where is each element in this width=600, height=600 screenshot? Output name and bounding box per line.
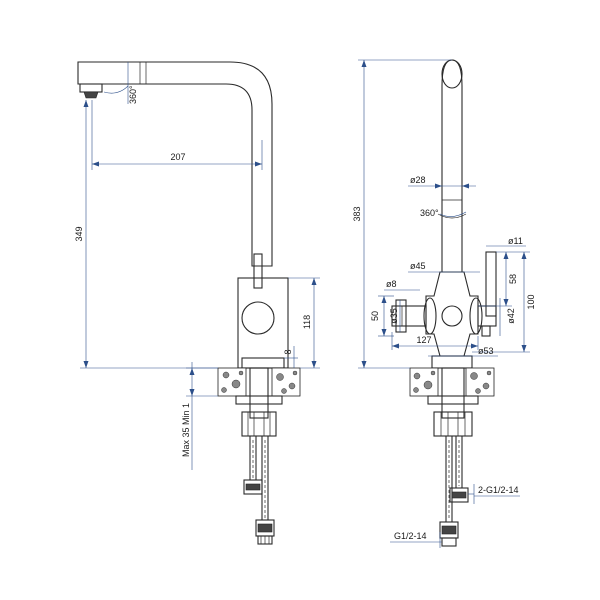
deck-thickness-label: Max 35 Min 1 — [181, 403, 191, 457]
valve-height-label: 50 — [370, 311, 380, 321]
valve-cartridge — [241, 301, 275, 335]
mounting-nut — [241, 411, 277, 437]
width-label: 127 — [416, 335, 431, 345]
valve-right — [469, 297, 483, 335]
handle-len-label: 58 — [508, 274, 518, 284]
hose-thread-label: 2-G1/2-14 — [478, 485, 519, 495]
base-offset-label: 8 — [283, 349, 293, 354]
body-dia-label: ø45 — [410, 261, 426, 271]
hose-left — [249, 436, 257, 480]
inlet-thread-label: G1/2-14 — [394, 531, 427, 541]
knob-dia-label: ø8 — [386, 279, 397, 289]
left-dimensions: 360° 207 349 118 8 Max 35 Min 1 — [74, 62, 320, 470]
base-front — [431, 355, 473, 369]
handle-dia-label: ø11 — [508, 236, 523, 246]
swivel-label: 360° — [420, 208, 439, 218]
height-label: 349 — [74, 226, 84, 241]
lever-dia-label: ø42 — [506, 308, 516, 324]
spout-column — [441, 59, 463, 273]
body-height-label: 118 — [302, 315, 312, 329]
handle-lever — [253, 253, 263, 289]
right-dimensions: 383 ø28 360° ø11 58 100 ø45 ø8 ø35 — [352, 59, 536, 548]
valve-dia-label: ø35 — [389, 308, 399, 324]
spout-nozzle — [79, 83, 103, 93]
faucet-body — [237, 277, 289, 369]
hose-fitting-1 — [243, 479, 263, 495]
washer — [235, 395, 283, 405]
handle-height-label: 100 — [526, 294, 536, 309]
hose-fitting-front-1 — [449, 487, 469, 503]
handle-right — [485, 251, 497, 317]
hose-right — [261, 436, 269, 520]
valve-left — [423, 297, 437, 335]
spout-dia-label: ø28 — [410, 175, 426, 185]
aerator — [83, 91, 99, 99]
base-dia-label: ø53 — [478, 346, 494, 356]
spout-cap — [441, 59, 463, 89]
spout-rotation-label: 360° — [128, 85, 138, 104]
shank — [249, 367, 269, 419]
reach-label: 207 — [170, 152, 185, 162]
total-height-label: 383 — [352, 206, 362, 221]
left-faucet-view — [77, 61, 301, 545]
right-faucet-view — [391, 59, 497, 547]
mounting-nut-front — [433, 411, 473, 437]
filter-knob — [391, 305, 427, 327]
